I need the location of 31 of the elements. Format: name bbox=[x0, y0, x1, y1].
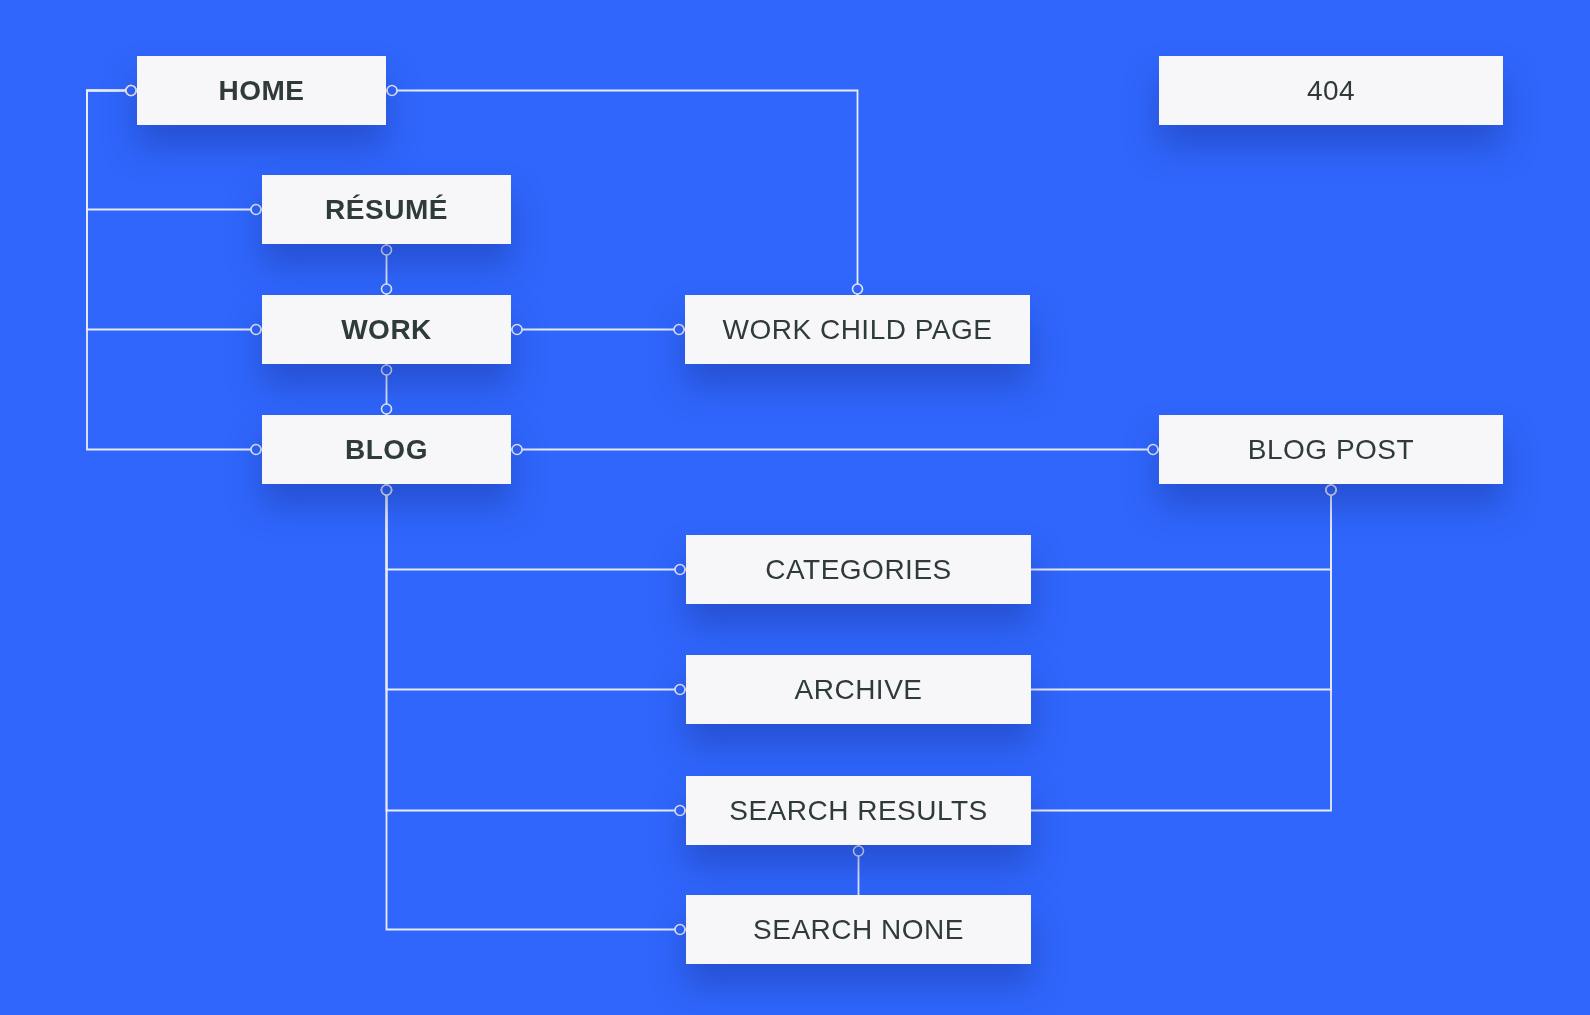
connector-line bbox=[380, 483, 687, 936]
page-label: HOME bbox=[218, 74, 305, 107]
page-label: CATEGORIES bbox=[765, 553, 952, 586]
connector-line bbox=[86, 84, 263, 456]
page-box bbox=[1159, 56, 1503, 125]
page-box bbox=[262, 415, 511, 484]
page-box bbox=[686, 776, 1031, 845]
page-label: RÉSUMÉ bbox=[325, 193, 448, 226]
connector-line bbox=[1030, 483, 1337, 812]
connector-line bbox=[852, 844, 865, 896]
page-label: 404 bbox=[1306, 74, 1356, 107]
page-box bbox=[137, 56, 386, 125]
page-box bbox=[686, 895, 1031, 964]
page-label: BLOG POST bbox=[1247, 433, 1415, 466]
connector-line bbox=[380, 243, 393, 296]
page-box bbox=[686, 535, 1031, 604]
page-label: SEARCH RESULTS bbox=[729, 794, 988, 827]
page-box bbox=[262, 295, 511, 364]
connector-line bbox=[380, 363, 393, 416]
page-box bbox=[262, 175, 511, 244]
page-box bbox=[685, 295, 1030, 364]
page-label: SEARCH NONE bbox=[753, 913, 964, 946]
page-label: ARCHIVE bbox=[794, 673, 923, 706]
page-box bbox=[686, 655, 1031, 724]
page-label: WORK CHILD PAGE bbox=[722, 313, 993, 346]
connector-line bbox=[510, 323, 686, 336]
page-box bbox=[1159, 415, 1503, 484]
page-label: BLOG bbox=[345, 433, 428, 466]
connector-line bbox=[510, 443, 1160, 456]
page-label: WORK bbox=[341, 313, 432, 346]
connector-line bbox=[385, 84, 864, 296]
